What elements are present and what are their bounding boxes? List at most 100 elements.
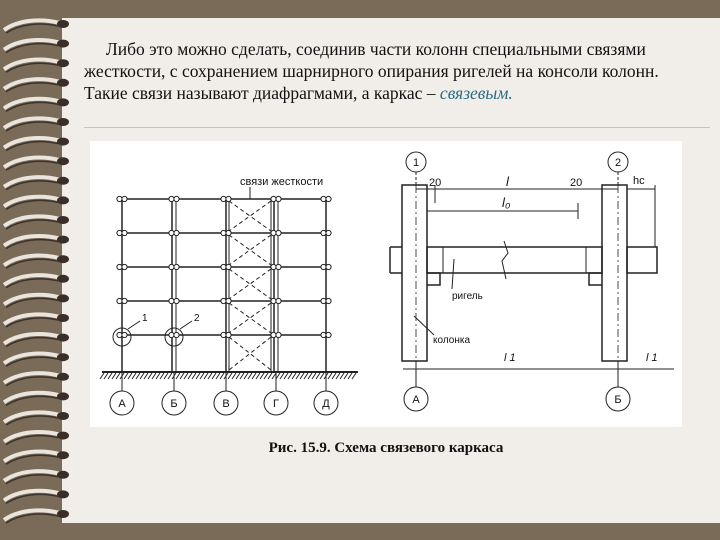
frame-joint [220, 297, 227, 305]
frame-joint [116, 297, 123, 305]
side-beam-right [626, 246, 658, 274]
marker-circle-2 [164, 327, 184, 347]
hatch-line [331, 372, 337, 380]
hatch-line [151, 372, 157, 380]
frame-joint [220, 331, 227, 339]
frame-joint [325, 195, 332, 203]
frame-joint [168, 297, 175, 305]
hatch-line [275, 372, 281, 380]
marker-leader-2 [179, 320, 193, 330]
axis-bubbles [109, 372, 339, 416]
console-left [427, 272, 441, 286]
l1-left-label: l 1 [504, 352, 516, 364]
binding-ring [2, 273, 69, 289]
binding-ring [2, 351, 69, 367]
hatch-line [247, 372, 253, 380]
binding-ring [2, 57, 69, 73]
frame-joint [173, 195, 180, 203]
hatch-line [103, 372, 109, 380]
binding-ring [2, 429, 69, 446]
beam-leader [451, 258, 455, 290]
frame-joint [270, 331, 277, 339]
hatch-line [139, 372, 145, 380]
binding-ring [2, 488, 69, 505]
hatch-line [259, 372, 265, 380]
frame-joint [270, 229, 277, 237]
hatch-line [291, 372, 297, 380]
hatch-line [351, 372, 357, 380]
hatch-line [147, 372, 153, 380]
frame-joint [325, 263, 332, 271]
column-label: колонка [433, 335, 470, 346]
frame-joint [270, 297, 277, 305]
binding-ring [2, 116, 69, 132]
frame-joint [225, 195, 232, 203]
main-beam [426, 246, 603, 274]
marker-label-1: 1 [142, 313, 148, 324]
dim-right-label: 20 [570, 177, 582, 189]
binding-ring [2, 77, 69, 93]
frame-elevation-text: связи жесткости 1 2 А Б В Г Д [118, 176, 330, 410]
beam-break-mark [501, 240, 509, 280]
hatch-line [315, 372, 321, 380]
frame-joint [225, 297, 232, 305]
frame-joint [320, 263, 327, 271]
frame-joint [168, 195, 175, 203]
joints [116, 195, 332, 339]
hatch-line [207, 372, 213, 380]
hatch-line [283, 372, 289, 380]
frame-joint [173, 263, 180, 271]
hatch-line [263, 372, 269, 380]
ground-hatch [99, 372, 357, 380]
binding-ring [2, 331, 69, 348]
binding-ring [2, 155, 69, 171]
hatch-line [343, 372, 349, 380]
hatch-line [163, 372, 169, 380]
frame-joint [275, 263, 282, 271]
joint-detail-text: 1 2 20 20 l l₀ hс ригель колонка l 1 l 1… [412, 157, 657, 406]
binding-ring [2, 135, 69, 152]
hatch-line [271, 372, 277, 380]
hatch-line [99, 372, 105, 380]
hatch-line [203, 372, 209, 380]
frame-joint [275, 195, 282, 203]
top-axis-label-2: 2 [615, 157, 621, 169]
hatch-line [295, 372, 301, 380]
binding-ring [2, 233, 69, 250]
frame-joint [173, 229, 180, 237]
hatch-line [231, 372, 237, 380]
frame-joint [121, 297, 128, 305]
marker-leader-1 [127, 320, 141, 330]
axis-label-a: А [118, 398, 126, 410]
hatch-line [211, 372, 217, 380]
frame-joint [270, 195, 277, 203]
column-leader [413, 315, 435, 336]
hatch-line [239, 372, 245, 380]
frame-joint [275, 297, 282, 305]
binding-ring [2, 194, 69, 211]
hatch-line [107, 372, 113, 380]
binding-ring [2, 390, 69, 407]
frame-joint [220, 229, 227, 237]
paragraph-text: Либо это можно сделать, соединив части к… [84, 39, 659, 103]
frame-joint [173, 297, 180, 305]
bottom-axis-bubble-a [403, 386, 429, 412]
binding-ring [2, 18, 69, 34]
bottom-axis-label-b: Б [614, 394, 621, 406]
frame-joint [320, 229, 327, 237]
frame-joint [225, 263, 232, 271]
span-label: l [506, 174, 510, 189]
binding-ring [2, 37, 69, 54]
frame-joint [320, 297, 327, 305]
top-axis-label-1: 1 [413, 157, 419, 169]
hatch-line [195, 372, 201, 380]
side-beam-left [389, 246, 402, 274]
frame-joint [275, 331, 282, 339]
binding-ring [2, 508, 69, 524]
frame-joint [168, 331, 175, 339]
hatch-line [179, 372, 185, 380]
joint-detail [389, 151, 674, 412]
binding-ring [2, 214, 69, 230]
frame-joint [116, 263, 123, 271]
binding-ring [2, 253, 69, 269]
